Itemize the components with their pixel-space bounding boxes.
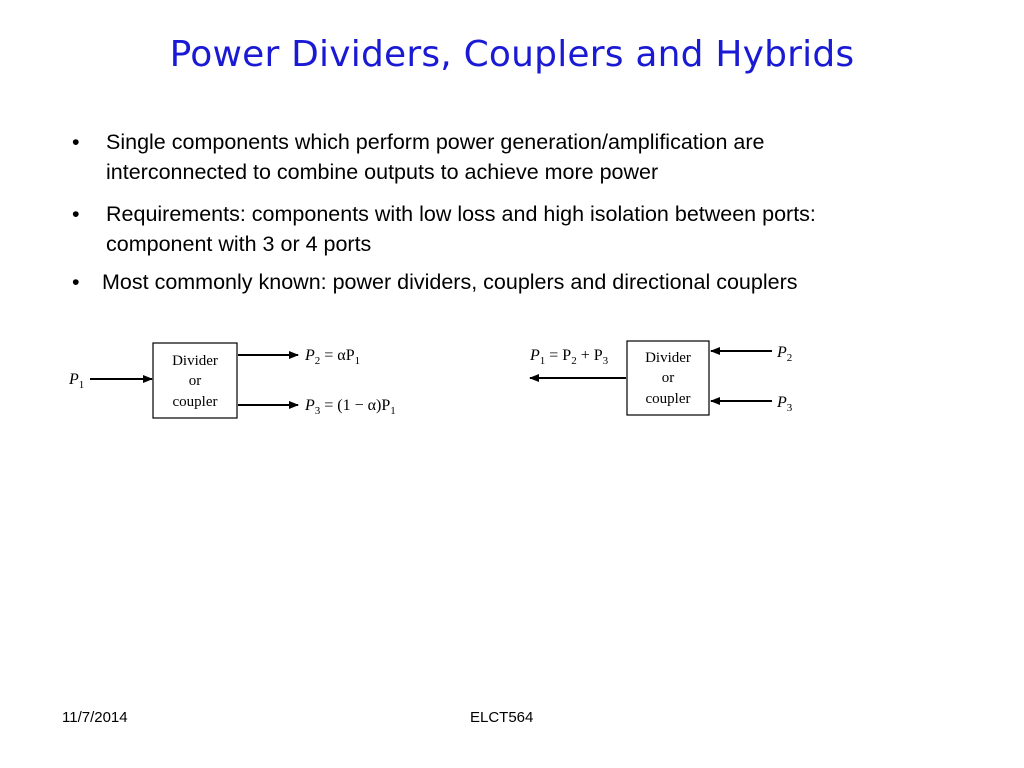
output-sum-label: P1 = P2 + P3 bbox=[529, 347, 609, 367]
coupler-box bbox=[626, 340, 710, 416]
footer-course-code: ELCT564 bbox=[470, 709, 534, 726]
input-label: P1 bbox=[68, 371, 84, 391]
bullet-marker: • bbox=[72, 130, 80, 154]
box-line: coupler bbox=[173, 394, 218, 410]
box-line: Divider bbox=[645, 350, 691, 366]
bullet-line: component with 3 or 4 ports bbox=[106, 232, 372, 256]
box-line: or bbox=[189, 373, 202, 389]
bullet-line: interconnected to combine outputs to ach… bbox=[106, 160, 659, 184]
bullet-text: Most commonly known: power dividers, cou… bbox=[102, 267, 798, 297]
bullet-text: Single components which perform power ge… bbox=[106, 127, 765, 187]
bullet-line: Single components which perform power ge… bbox=[106, 130, 765, 154]
combiner-diagram-svg: P1 = P2 + P3 Divider or coupler P2 P3 bbox=[529, 340, 793, 416]
bullet-marker: • bbox=[72, 270, 80, 294]
output-label-1: P2 = αP1 bbox=[304, 347, 360, 367]
output-label-2: P3 = (1 − α)P1 bbox=[304, 397, 396, 417]
divider-box bbox=[152, 342, 238, 419]
bullet-text: Requirements: components with low loss a… bbox=[106, 199, 816, 259]
input-label-1: P2 bbox=[776, 344, 792, 364]
divider-diagram: P1 Divider or coupler P2 = αP1 P3 = (1 −… bbox=[60, 335, 430, 435]
box-line: or bbox=[662, 370, 675, 386]
input-label-2: P3 bbox=[776, 394, 793, 414]
combiner-diagram: P1 = P2 + P3 Divider or coupler P2 P3 bbox=[520, 333, 810, 423]
box-line: Divider bbox=[172, 353, 218, 369]
footer-date: 11/7/2014 bbox=[62, 709, 128, 726]
slide-title: Power Dividers, Couplers and Hybrids bbox=[169, 34, 855, 75]
bullet-line: Requirements: components with low loss a… bbox=[106, 202, 816, 226]
box-line: coupler bbox=[646, 391, 691, 407]
bullet-line: Most commonly known: power dividers, cou… bbox=[102, 270, 798, 294]
bullet-marker: • bbox=[72, 202, 80, 226]
divider-diagram-svg: P1 Divider or coupler P2 = αP1 P3 = (1 −… bbox=[68, 342, 396, 419]
